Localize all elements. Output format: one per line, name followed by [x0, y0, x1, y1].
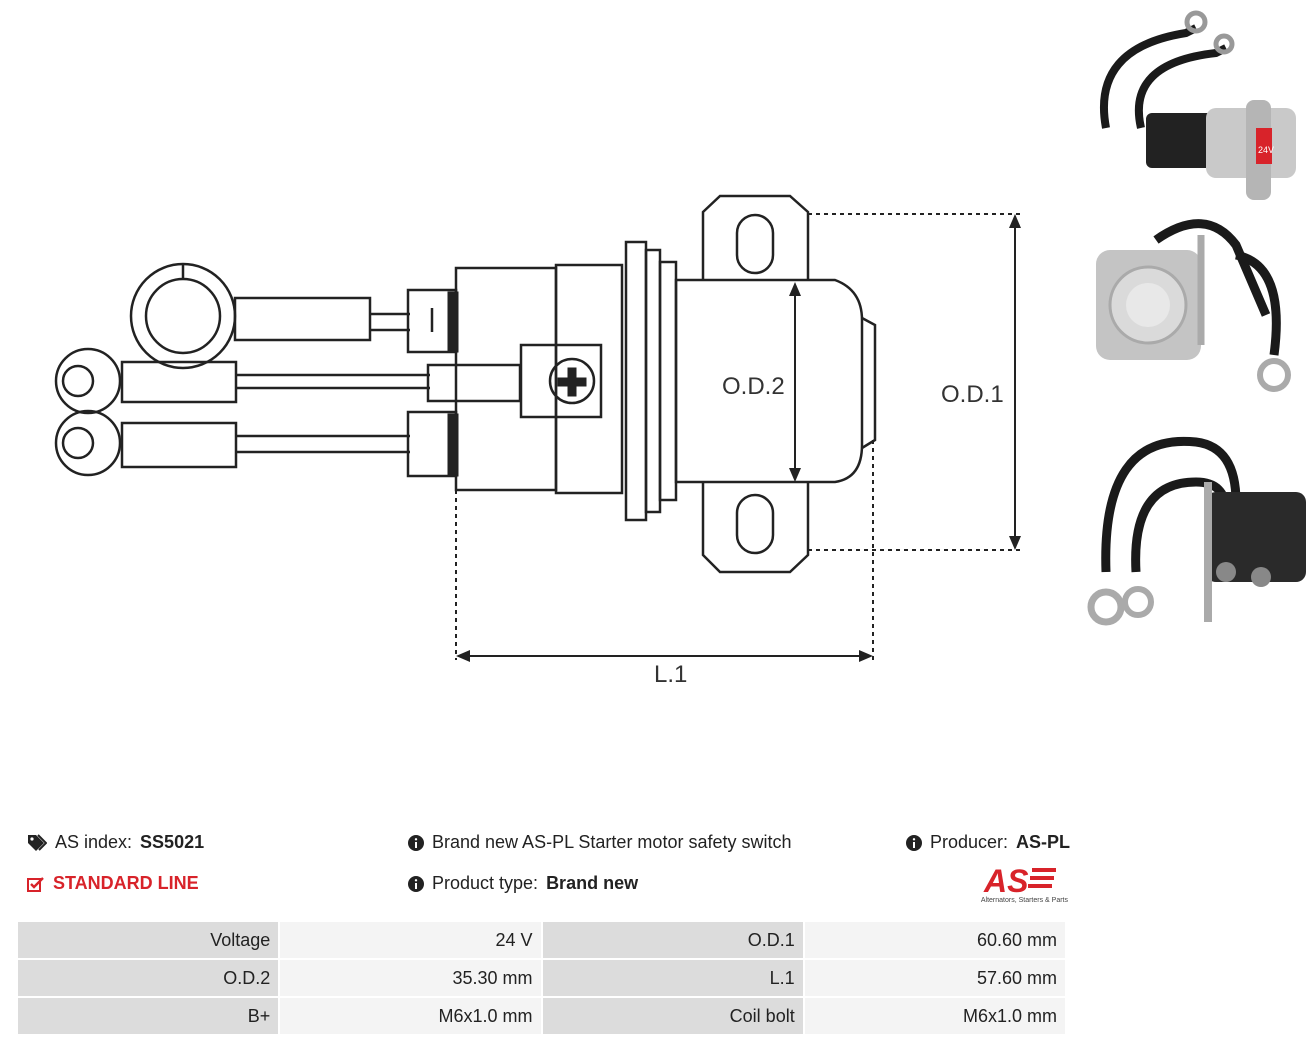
spec-value: 24 V — [278, 920, 543, 960]
ring-terminal-small-1 — [54, 347, 122, 415]
product-photo-top: 24V — [1099, 10, 1296, 200]
as-index-label: AS index: — [55, 832, 133, 852]
info-icon — [408, 875, 424, 892]
terminal-screw — [548, 357, 596, 405]
product-type: Product type: Brand new — [408, 873, 638, 894]
producer: Producer: AS-PL — [906, 832, 1070, 853]
standard-line-label: STANDARD LINE — [53, 873, 199, 893]
spec-value: M6x1.0 mm — [802, 996, 1068, 1036]
product-photo-middle — [1096, 219, 1291, 392]
spec-label: Coil bolt — [540, 996, 805, 1036]
description: Brand new AS-PL Starter motor safety swi… — [408, 832, 791, 853]
as-logo: AS Alternators, Starters & Parts — [962, 862, 1068, 908]
product-type-label: Product type: — [432, 873, 539, 893]
spec-value: M6x1.0 mm — [278, 996, 543, 1036]
dimension-label-od2: O.D.2 — [722, 373, 785, 400]
table-row: Voltage 24 V O.D.1 60.60 mm — [15, 920, 1068, 960]
spec-label: O.D.2 — [15, 958, 281, 998]
producer-label: Producer: — [930, 832, 1009, 852]
specs-table: Voltage 24 V O.D.1 60.60 mm O.D.2 35.30 … — [15, 920, 1068, 1036]
checkbox-icon — [27, 876, 45, 892]
description-text: Brand new AS-PL Starter motor safety swi… — [432, 832, 792, 852]
producer-value: AS-PL — [1016, 832, 1071, 852]
voltage-sticker: 24V — [1258, 145, 1274, 155]
dimension-label-od1: O.D.1 — [941, 381, 1004, 408]
table-row: B+ M6x1.0 mm Coil bolt M6x1.0 mm — [15, 996, 1068, 1036]
info-icon — [906, 834, 922, 851]
spec-label: O.D.1 — [540, 920, 805, 960]
dimension-label-l1: L.1 — [654, 661, 687, 688]
logo-text: AS — [983, 863, 1029, 896]
logo-tagline: Alternators, Starters & Parts — [980, 897, 1068, 904]
technical-drawing: O.D.2 O.D.1 L.1 — [54, 194, 1022, 688]
as-index: AS index: SS5021 — [27, 832, 204, 853]
standard-line: STANDARD LINE — [27, 873, 199, 894]
product-type-value: Brand new — [546, 873, 639, 893]
info-icon — [408, 834, 424, 851]
spec-value: 57.60 mm — [802, 958, 1068, 998]
table-row: O.D.2 35.30 mm L.1 57.60 mm — [15, 958, 1068, 998]
as-index-value: SS5021 — [140, 832, 205, 852]
spec-label: L.1 — [540, 958, 805, 998]
product-photo-bottom — [1087, 436, 1306, 626]
spec-value: 35.30 mm — [278, 958, 543, 998]
spec-label: Voltage — [15, 920, 281, 960]
spec-label: B+ — [15, 996, 281, 1036]
spec-value: 60.60 mm — [802, 920, 1068, 960]
ring-terminal-small-2 — [54, 409, 122, 477]
tags-icon — [27, 833, 47, 852]
